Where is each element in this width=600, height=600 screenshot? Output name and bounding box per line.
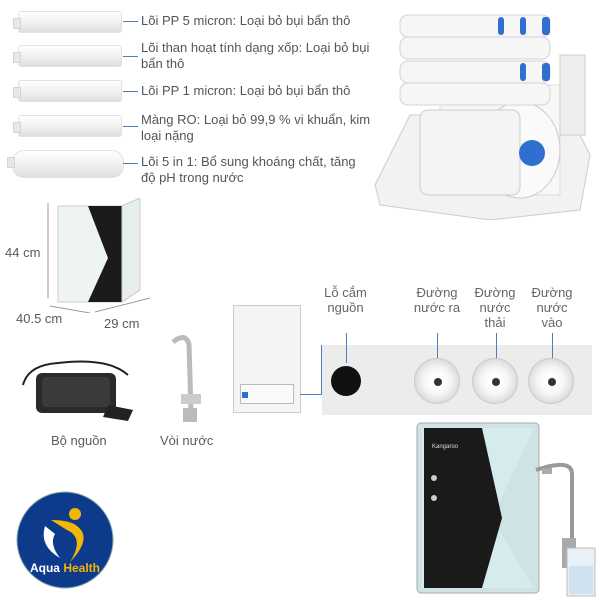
dimension-depth: 40.5 cm (16, 311, 63, 326)
back-port (242, 392, 248, 398)
unit-dimension-image (47, 198, 151, 313)
filter-carbon (13, 45, 122, 67)
filter-ro (13, 115, 122, 137)
port-label-in: Đường nước vào (531, 285, 573, 330)
power-socket (331, 366, 361, 396)
leader-line (437, 333, 438, 363)
dimension-height: 44 cm (5, 245, 41, 260)
filter-label: Lõi PP 5 micron: Loại bỏ bụi bẩn thô (141, 13, 351, 28)
filter-pp1 (13, 80, 122, 102)
leader-line (123, 56, 138, 57)
port-water-in (528, 358, 574, 404)
port-label-power: Lỗ cắm nguồn (324, 285, 367, 315)
port-water-out (414, 358, 460, 404)
svg-text:Aqua Health: Aqua Health (30, 561, 100, 575)
port-label-out: Đường nước ra (413, 285, 461, 315)
machine-internal-image (374, 14, 591, 220)
faucet-label: Vòi nước (160, 433, 214, 448)
aqua-health-logo: Aqua Health (16, 491, 114, 589)
port-label-waste: Đường nước thải (474, 285, 516, 330)
leader-line (300, 394, 322, 395)
faucet-image (171, 335, 201, 422)
leader-line (123, 21, 138, 22)
leader-line (321, 345, 322, 395)
filter-pp5 (13, 11, 122, 33)
leader-line (346, 333, 347, 363)
filter-label: Lõi than hoạt tính dạng xốp: Loại bỏ bụi… (141, 40, 370, 71)
back-port-strip (240, 384, 294, 404)
power-adapter-image (22, 360, 133, 421)
leader-line (552, 333, 553, 363)
port-waste-water (472, 358, 518, 404)
dimension-width: 29 cm (104, 316, 140, 331)
unit-back-image (233, 305, 301, 413)
brand-logo: Kangaroo (432, 444, 459, 450)
power-adapter-label: Bộ nguồn (51, 433, 107, 448)
leader-line (496, 333, 497, 363)
filter-label: Màng RO: Loại bỏ 99,9 % vi khuẩn, kim lo… (141, 112, 371, 143)
filter-label: Lõi 5 in 1: Bổ sung khoáng chất, tăng độ… (141, 154, 356, 185)
unit-front-image: Kangaroo (416, 422, 596, 597)
leader-line (123, 126, 138, 127)
filter-label: Lõi PP 1 micron: Loại bỏ bụi bẩn thô (141, 83, 351, 98)
leader-line (123, 163, 138, 164)
filter-5in1 (7, 150, 124, 178)
leader-line (123, 91, 138, 92)
